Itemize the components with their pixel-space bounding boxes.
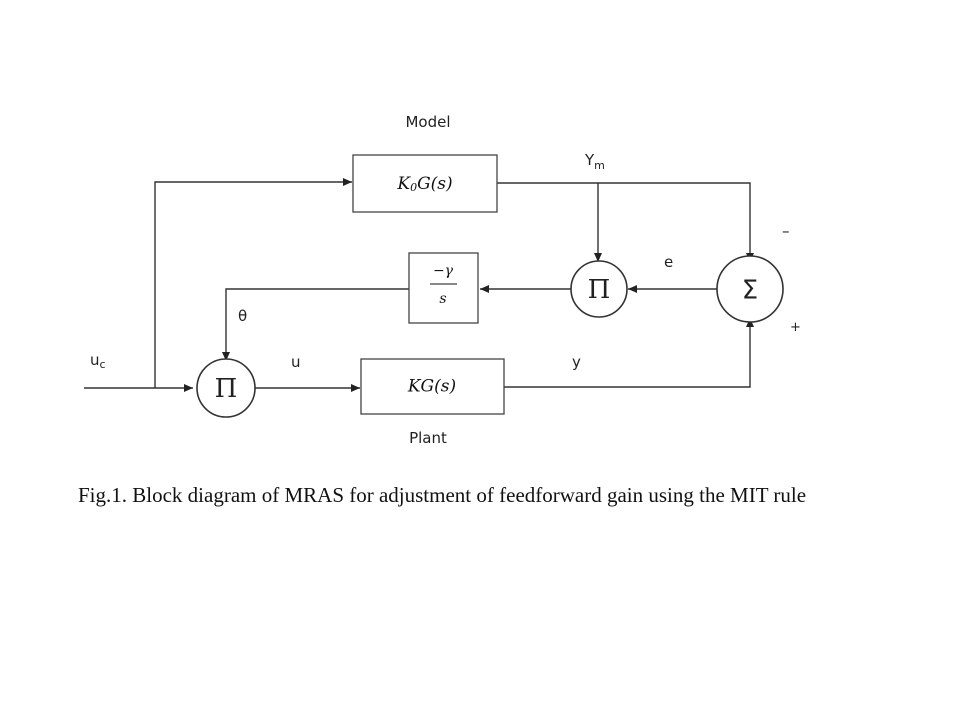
multiplier-node-input — [196, 358, 256, 418]
multiplier-node-gradient — [570, 260, 628, 318]
model-transfer-function: K0G(s) — [396, 174, 452, 195]
multiplier-symbol-gradient: Π — [588, 275, 611, 305]
integrator-numerator: −γ — [433, 263, 454, 279]
sum-symbol: Σ — [742, 276, 758, 306]
uc-to-model-wire — [154, 178, 352, 388]
model-label: Model — [405, 113, 450, 131]
y-output-wire — [504, 318, 754, 388]
uc-label: uc — [90, 351, 106, 371]
y-label: y — [572, 353, 581, 371]
block-diagram: K0G(s) Model KG(s) Plant −γ s Π Π Σ Ym u… — [84, 113, 801, 447]
plant-label: Plant — [409, 429, 447, 447]
figure-caption: Fig.1. Block diagram of MRAS for adjustm… — [78, 483, 807, 507]
integrator-block — [408, 252, 479, 324]
integrator-denominator: s — [439, 291, 446, 307]
multiplier-symbol-input: Π — [215, 374, 238, 404]
minus-sign-label: – — [782, 222, 790, 240]
summing-junction — [716, 255, 784, 323]
theta-wire — [222, 288, 409, 361]
plant-transfer-function: KG(s) — [407, 377, 456, 397]
ym-label: Ym — [584, 151, 605, 172]
model-block — [352, 154, 498, 213]
plus-sign-label: + — [790, 320, 801, 335]
u-label: u — [291, 353, 301, 371]
theta-label: θ — [238, 307, 247, 325]
plant-block — [360, 358, 505, 415]
e-label: e — [664, 253, 673, 271]
ym-output-wire — [497, 182, 754, 262]
